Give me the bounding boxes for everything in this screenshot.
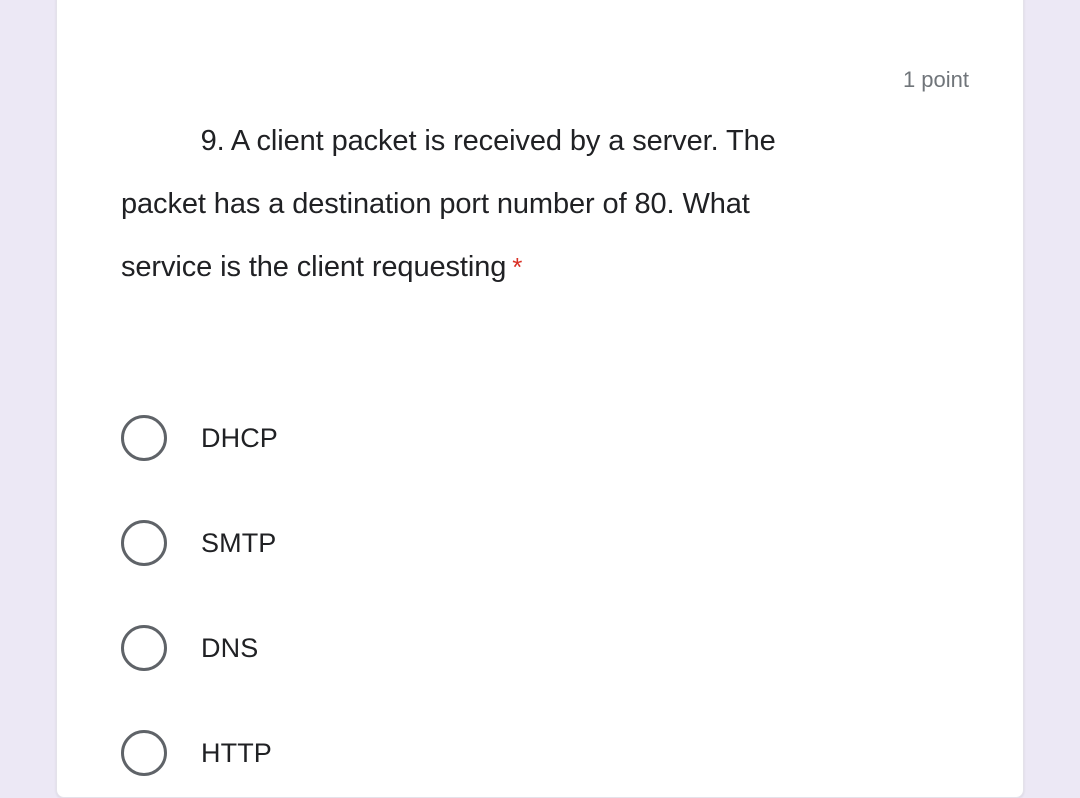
- option-row-dhcp[interactable]: DHCP: [121, 410, 983, 466]
- question-header: 9. A client packet is received by a serv…: [121, 47, 983, 362]
- question-text: 9. A client packet is received by a serv…: [121, 125, 784, 283]
- option-row-http[interactable]: HTTP: [121, 725, 983, 781]
- radio-button-icon-http[interactable]: [121, 730, 167, 776]
- option-label-dns: DNS: [201, 633, 259, 663]
- question-title: 9. A client packet is received by a serv…: [121, 47, 821, 362]
- option-label-smtp: SMTP: [201, 528, 277, 558]
- points-label: 1 point: [902, 67, 969, 92]
- question-card: 9. A client packet is received by a serv…: [56, 0, 1024, 798]
- options-list: DHCP SMTP DNS HTTP: [121, 410, 983, 781]
- radio-button-icon-smtp[interactable]: [121, 520, 167, 566]
- required-asterisk-icon: *: [512, 252, 523, 282]
- radio-button-icon-dhcp[interactable]: [121, 415, 167, 461]
- radio-button-icon-dns[interactable]: [121, 625, 167, 671]
- option-row-smtp[interactable]: SMTP: [121, 515, 983, 571]
- option-label-dhcp: DHCP: [201, 423, 278, 453]
- option-row-dns[interactable]: DNS: [121, 620, 983, 676]
- question-card-content: 9. A client packet is received by a serv…: [57, 0, 1023, 797]
- option-label-http: HTTP: [201, 738, 272, 768]
